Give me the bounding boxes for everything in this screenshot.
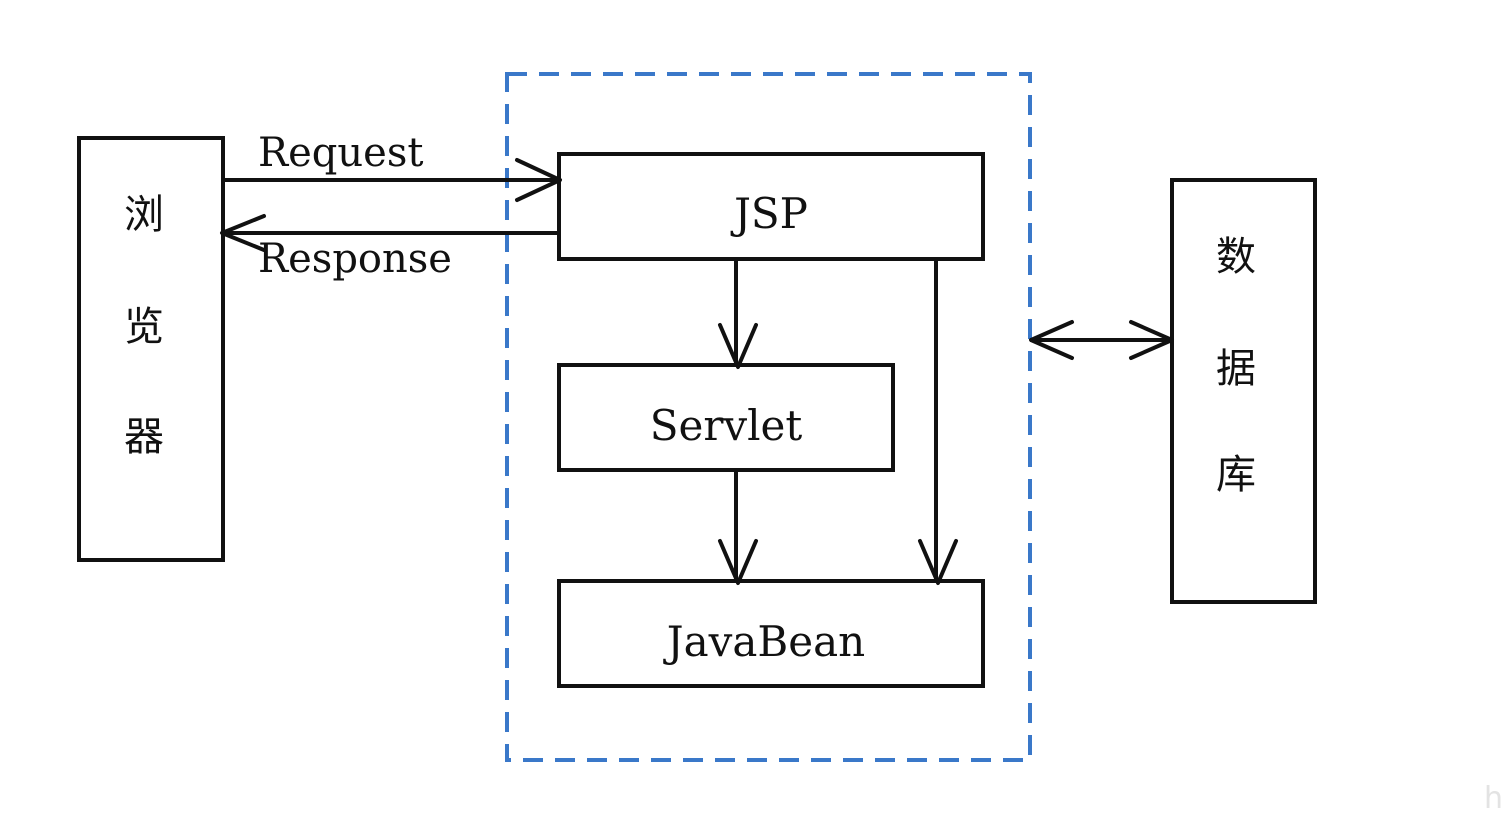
jsp-to-servlet-edge — [718, 259, 758, 369]
request-label: Request — [258, 130, 423, 176]
browser-label-char-3: 器 — [124, 414, 164, 460]
jsp-label: JSP — [730, 189, 808, 238]
jsp-to-servlet-arrowhead — [718, 323, 758, 369]
javabean-label: JavaBean — [663, 617, 865, 666]
response-edge: Response — [220, 214, 559, 282]
javabean-node: JavaBean — [557, 579, 985, 688]
browser-node: 浏 览 器 — [77, 136, 225, 562]
jsp-to-javabean-arrowhead — [918, 539, 958, 585]
container-database-left-arrowhead — [1029, 320, 1074, 360]
servlet-label: Servlet — [650, 401, 803, 450]
web-container-group — [505, 72, 1032, 762]
jsp-node: JSP — [557, 152, 985, 261]
container-database-right-arrowhead — [1129, 320, 1174, 360]
database-label-char-3: 库 — [1216, 452, 1256, 498]
servlet-node: Servlet — [557, 363, 895, 472]
request-arrowhead — [515, 158, 562, 202]
database-label-char-1: 数 — [1216, 234, 1256, 280]
browser-label-char-1: 浏 — [124, 192, 164, 238]
browser-label-char-2: 览 — [124, 304, 164, 350]
database-label-char-2: 据 — [1216, 346, 1256, 392]
response-arrowhead — [220, 214, 266, 252]
response-label: Response — [258, 236, 452, 282]
jsp-to-javabean-edge — [918, 259, 958, 585]
servlet-to-javabean-edge — [718, 470, 758, 585]
container-database-edge — [1029, 320, 1174, 360]
corner-watermark: h — [1484, 781, 1503, 816]
request-edge: Request — [223, 130, 562, 202]
servlet-to-javabean-arrowhead — [718, 539, 758, 585]
database-node: 数 据 库 — [1170, 178, 1317, 604]
